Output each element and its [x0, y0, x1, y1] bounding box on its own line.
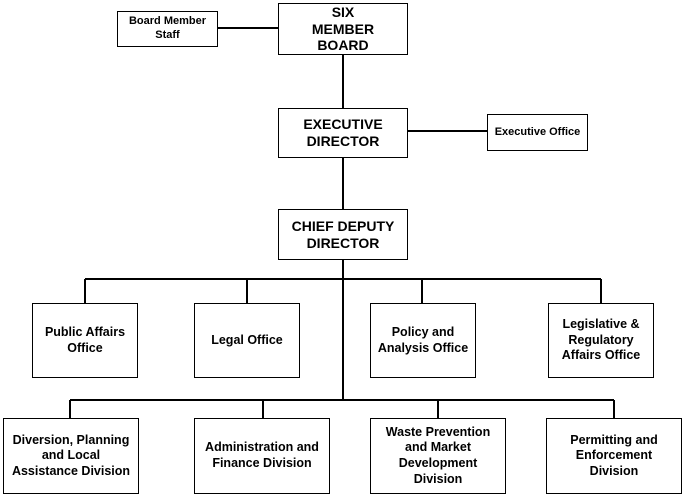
board-member-staff-label: Board Member Staff: [128, 15, 207, 41]
waste-prevention-division-box: Waste Prevention and Market Development …: [370, 418, 506, 494]
policy-analysis-office-box: Policy and Analysis Office: [370, 303, 476, 378]
chief-deputy-director-label: CHIEF DEPUTY DIRECTOR: [291, 217, 395, 251]
permitting-enforcement-division-label: Permitting and Enforcement Division: [570, 432, 658, 478]
public-affairs-office-box: Public Affairs Office: [32, 303, 138, 378]
legal-office-box: Legal Office: [194, 303, 300, 378]
public-affairs-office-label: Public Affairs Office: [44, 324, 126, 355]
administration-finance-division-box: Administration and Finance Division: [194, 418, 330, 494]
six-member-board-label: SIX MEMBER BOARD: [311, 3, 375, 54]
diversion-planning-division-label: Diversion, Planning and Local Assistance…: [11, 432, 131, 478]
chief-deputy-director-box: CHIEF DEPUTY DIRECTOR: [278, 209, 408, 260]
legal-office-label: Legal Office: [211, 332, 283, 347]
administration-finance-division-label: Administration and Finance Division: [205, 440, 319, 470]
legislative-regulatory-affairs-office-label: Legislative & Regulatory Affairs Office: [561, 317, 641, 363]
policy-analysis-office-label: Policy and Analysis Office: [377, 324, 469, 355]
board-member-staff-box: Board Member Staff: [117, 11, 218, 47]
executive-office-box: Executive Office: [487, 114, 588, 151]
six-member-board-box: SIX MEMBER BOARD: [278, 3, 408, 55]
legislative-regulatory-affairs-office-box: Legislative & Regulatory Affairs Office: [548, 303, 654, 378]
permitting-enforcement-division-box: Permitting and Enforcement Division: [546, 418, 682, 494]
diversion-planning-division-box: Diversion, Planning and Local Assistance…: [3, 418, 139, 494]
executive-director-label: EXECUTIVE DIRECTOR: [303, 116, 383, 149]
executive-director-box: EXECUTIVE DIRECTOR: [278, 108, 408, 158]
waste-prevention-division-label: Waste Prevention and Market Development …: [385, 424, 491, 486]
executive-office-label: Executive Office: [494, 125, 581, 138]
